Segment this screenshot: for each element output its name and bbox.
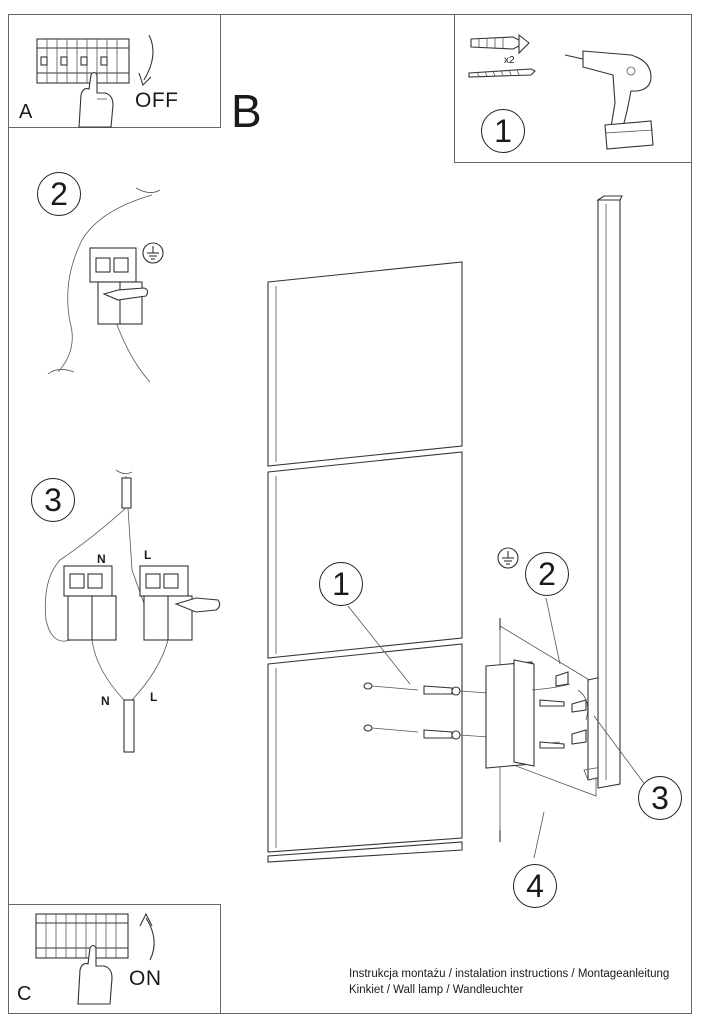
breaker-off-illustration — [36, 34, 154, 128]
step-number-earth: 2 — [37, 172, 81, 216]
callout-2: 2 — [525, 552, 569, 596]
hand-icon — [174, 597, 221, 613]
screw-icon — [468, 68, 536, 78]
panel-c-switch-on: C ON — [8, 904, 221, 1014]
caption: Instrukcja montażu / instalation instruc… — [349, 966, 669, 998]
screw-icon — [539, 699, 565, 749]
terminal-block-icon — [89, 247, 143, 325]
wall-panels — [267, 261, 463, 863]
neutral-label-bottom: N — [101, 694, 110, 708]
step-number-wires: 3 — [31, 478, 75, 522]
terminal-block-icon — [63, 565, 193, 641]
callout-1: 1 — [319, 562, 363, 606]
breaker-on-illustration — [35, 912, 155, 1005]
hand-icon — [102, 287, 149, 301]
circuit-breaker-icon — [36, 38, 130, 84]
caption-line-1: Instrukcja montażu / instalation instruc… — [349, 968, 670, 980]
live-label-bottom: L — [150, 690, 158, 704]
callout-4: 4 — [513, 864, 557, 908]
wire-connection-illustration — [44, 469, 221, 753]
wall-lamp-icon — [596, 195, 623, 789]
panel-letter: A — [19, 101, 33, 123]
panel-letter-b: B — [231, 85, 262, 137]
arrow-icon — [138, 34, 154, 87]
circuit-breaker-icon — [35, 913, 129, 959]
arrow-icon — [139, 912, 155, 961]
earth-ground-icon — [497, 547, 519, 569]
earth-connection-illustration — [47, 187, 164, 383]
callout-3: 3 — [638, 776, 682, 820]
wall-plug-icon — [423, 685, 461, 740]
panel-letter: C — [17, 983, 32, 1005]
wall-plug-icon — [470, 33, 530, 55]
off-label: OFF — [135, 89, 179, 112]
hand-icon — [78, 71, 114, 128]
hand-icon — [77, 944, 113, 1005]
earth-ground-icon — [142, 242, 164, 264]
drill-icon — [564, 50, 654, 150]
panel-a-switch-off: A OFF — [8, 14, 221, 128]
caption-line-2: Kinkiet / Wall lamp / Wandleuchter — [349, 984, 524, 996]
dowel-count: x2 — [504, 55, 515, 66]
panel-tools: x2 1 — [454, 14, 692, 163]
page-frame — [8, 14, 692, 1014]
tools-illustration — [468, 33, 654, 150]
neutral-label: N — [97, 552, 106, 566]
on-label: ON — [129, 967, 162, 990]
live-label: L — [144, 548, 152, 562]
step-number-tools: 1 — [481, 109, 525, 153]
mounting-fixings — [363, 547, 609, 842]
